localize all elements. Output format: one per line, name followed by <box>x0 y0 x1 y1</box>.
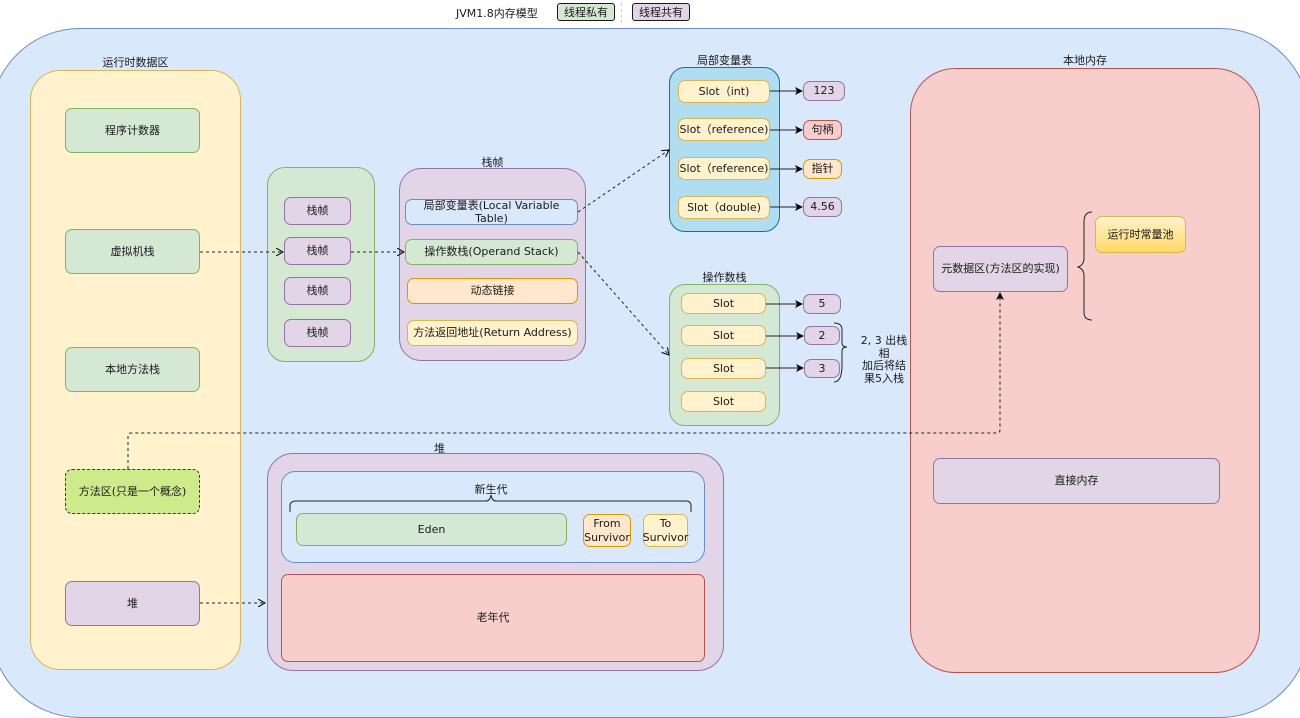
frame-local-variable-table[interactable]: 局部变量表(Local Variable Table) <box>405 199 578 225</box>
stack-frame-item[interactable]: 栈帧 <box>284 237 351 265</box>
runtime-constant-pool[interactable]: 运行时常量池 <box>1095 216 1186 253</box>
operand-value: 2 <box>804 326 840 345</box>
lvt-slot[interactable]: Slot（double) <box>678 196 770 219</box>
runtime-area-title: 运行时数据区 <box>102 56 169 69</box>
lvt-slot[interactable]: Slot（int) <box>678 80 770 103</box>
operand-slot[interactable]: Slot <box>681 391 766 412</box>
lvt-value: 123 <box>803 81 845 101</box>
to-survivor-space[interactable]: To Survivor <box>643 514 688 547</box>
legend-thread-private: 线程私有 <box>557 3 615 21</box>
old-generation[interactable]: 老年代 <box>281 574 705 662</box>
lvt-value: 4.56 <box>803 197 842 217</box>
stack-frame-item[interactable]: 栈帧 <box>284 197 351 225</box>
operand-slot[interactable]: Slot <box>681 325 766 346</box>
lvt-slot[interactable]: Slot（reference) <box>678 118 770 141</box>
stack-frame-item[interactable]: 栈帧 <box>284 277 351 305</box>
young-gen-title: 新生代 <box>474 483 508 496</box>
lvt-title: 局部变量表 <box>697 54 752 67</box>
metaspace[interactable]: 元数据区(方法区的实现) <box>933 246 1068 292</box>
eden-space[interactable]: Eden <box>296 513 567 546</box>
operand-slot[interactable]: Slot <box>681 293 766 314</box>
vm-stack[interactable]: 虚拟机栈 <box>65 229 200 274</box>
operand-slot[interactable]: Slot <box>681 358 766 379</box>
operand-value: 5 <box>803 294 841 314</box>
stack-frame-item[interactable]: 栈帧 <box>284 319 351 347</box>
operand-stack-note: 2, 3 出栈相 加后将结 果5入栈 <box>860 334 908 385</box>
legend-divider <box>621 3 622 23</box>
diagram-title: JVM1.8内存模型 <box>456 7 538 20</box>
direct-memory[interactable]: 直接内存 <box>933 458 1220 504</box>
native-method-stack[interactable]: 本地方法栈 <box>65 347 200 392</box>
native-memory <box>910 68 1260 673</box>
lvt-value: 句柄 <box>803 120 842 140</box>
lvt-slot[interactable]: Slot（reference) <box>678 157 770 180</box>
from-survivor-space[interactable]: From Survivor <box>583 514 631 547</box>
stack-frame-title: 栈帧 <box>481 156 504 169</box>
frame-operand-stack[interactable]: 操作数栈(Operand Stack) <box>405 239 578 265</box>
legend-thread-shared: 线程共有 <box>632 3 690 21</box>
native-memory-title: 本地内存 <box>1063 54 1107 67</box>
method-area[interactable]: 方法区(只是一个概念) <box>65 469 200 514</box>
operand-value: 3 <box>804 359 840 378</box>
lvt-value: 指针 <box>803 159 842 179</box>
heap-item[interactable]: 堆 <box>65 581 200 626</box>
frame-dynamic-linking[interactable]: 动态链接 <box>407 278 578 304</box>
operand-stack-title: 操作数栈 <box>702 271 747 284</box>
program-counter[interactable]: 程序计数器 <box>65 108 200 153</box>
frame-return-address[interactable]: 方法返回地址(Return Address) <box>407 320 578 346</box>
